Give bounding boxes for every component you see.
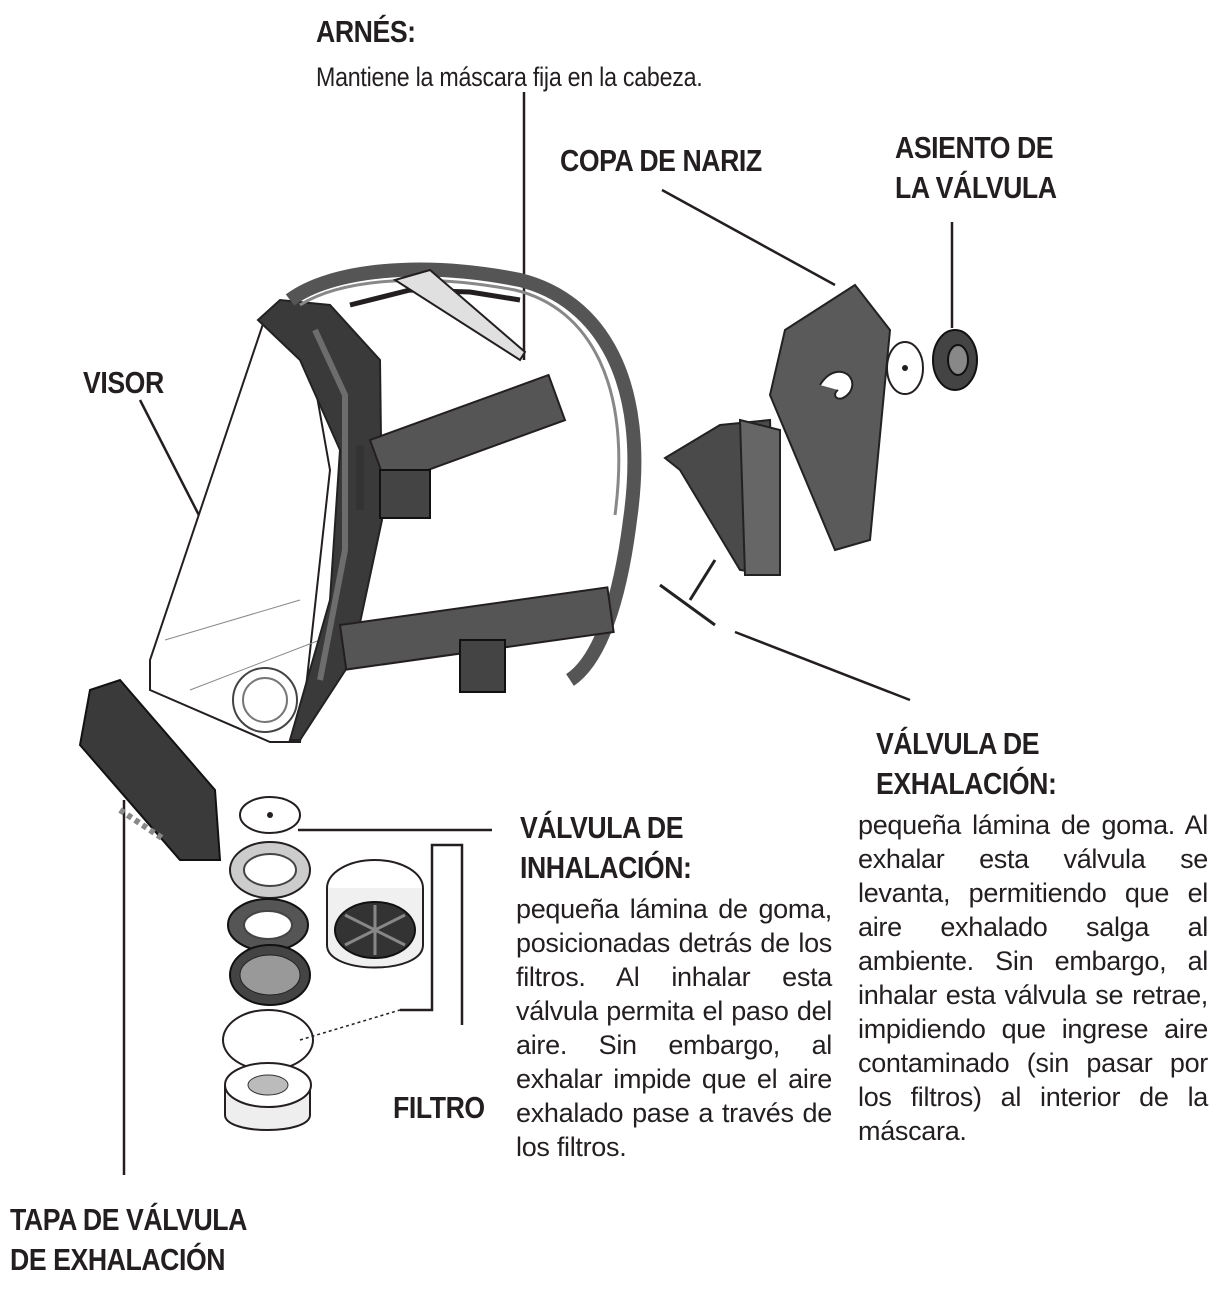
leader-exhalacion <box>734 630 911 702</box>
label-inhalacion-line2: INHALACIÓN: <box>520 850 692 885</box>
label-exhalacion-line1: VÁLVULA DE <box>876 726 1040 761</box>
label-arnes-title: ARNÉS: <box>316 14 416 49</box>
upper-buckle <box>379 469 431 519</box>
nose-cup-hole <box>819 370 854 400</box>
exhalation-valve-cover <box>78 678 222 861</box>
nose-cup-shape <box>768 283 892 552</box>
label-inhalacion-desc: pequeña lámina de goma, posicionadas det… <box>516 894 832 1162</box>
harness-loop <box>285 262 642 686</box>
valve-seat <box>886 329 978 395</box>
harness-loop-inner <box>299 278 621 516</box>
label-tapa-line2: DE EXHALACIÓN <box>10 1242 226 1277</box>
leader-filtro-bracket <box>400 843 464 1025</box>
leader-lines <box>122 92 954 1175</box>
label-inhalacion-line1: VÁLVULA DE <box>520 810 684 845</box>
filter-cartridge <box>326 859 424 969</box>
label-copa-de-nariz: COPA DE NARIZ <box>560 143 762 178</box>
label-filtro: FILTRO <box>393 1090 485 1125</box>
upper-strap <box>368 373 567 487</box>
nose-cup <box>768 283 892 552</box>
lower-buckle <box>459 639 506 693</box>
label-visor: VISOR <box>83 365 164 400</box>
label-asiento-valvula-line2: LA VÁLVULA <box>895 170 1057 205</box>
seal-inner <box>312 328 348 681</box>
mask-frame <box>149 262 642 743</box>
label-asiento-valvula-line1: ASIENTO DE <box>895 130 1054 165</box>
label-arnes-desc: Mantiene la máscara fija en la cabeza. <box>316 62 703 92</box>
leader-copa-nariz <box>661 188 836 287</box>
label-exhalacion-line2: EXHALACIÓN: <box>876 766 1057 801</box>
visor-inner-lines <box>164 599 321 691</box>
inhalation-stack <box>222 796 401 1131</box>
label-tapa-line1: TAPA DE VÁLVULA <box>10 1202 247 1237</box>
mask-port-inner <box>242 677 288 723</box>
label-exhalacion-desc: pequeña lámina de goma. Al exhalar esta … <box>858 810 1208 1146</box>
exhalation-valve-housing <box>659 418 781 627</box>
top-buckle <box>392 268 527 362</box>
